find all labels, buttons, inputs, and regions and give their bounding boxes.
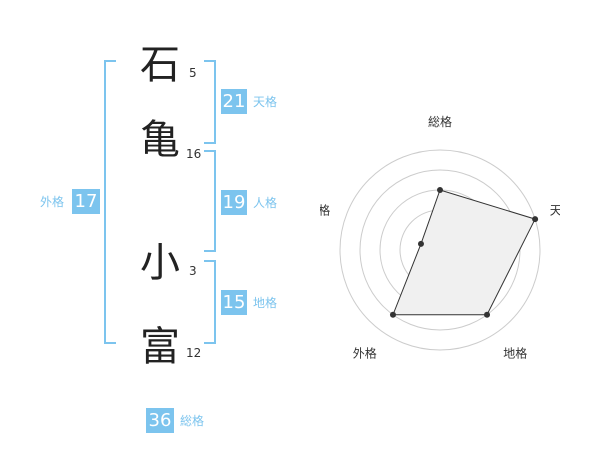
- jinkaku-label: 人格: [253, 196, 278, 210]
- soukaku-value: 36: [146, 408, 174, 433]
- radar-point-5: [417, 240, 424, 247]
- tenkaku-label: 天格: [253, 95, 278, 109]
- soukaku-label: 総格: [180, 414, 205, 428]
- name-char-2: 亀: [140, 117, 180, 163]
- radar-axis-label-2: 天格: [550, 202, 560, 217]
- chikaku-value: 15: [221, 290, 247, 315]
- radar-point-4: [389, 311, 396, 318]
- name-char-1: 石: [140, 42, 180, 88]
- gaikaku-label: 外格: [40, 195, 65, 209]
- stroke-count-1: 5: [189, 66, 197, 80]
- chikaku-label: 地格: [253, 296, 278, 310]
- radar-axis-label-4: 外格: [353, 346, 377, 360]
- radar-chart: 総格天格地格 外格 人格: [320, 114, 560, 360]
- gaikaku-bracket: [104, 60, 116, 344]
- jinkaku-value: 19: [221, 190, 247, 215]
- chikaku-bracket: [204, 260, 216, 344]
- name-char-3: 小: [140, 240, 180, 286]
- radar-axis-label-1: 総格: [428, 114, 452, 129]
- gaikaku-value: 17: [72, 189, 100, 214]
- jinkaku-bracket: [204, 150, 216, 252]
- radar-ring-5: [339, 149, 541, 351]
- radar-point-1: [437, 187, 443, 193]
- radar-point-3: [484, 311, 491, 318]
- stroke-count-4: 12: [186, 346, 202, 360]
- tenkaku-value: 21: [221, 89, 247, 114]
- tenkaku-bracket: [204, 60, 216, 144]
- name-char-4: 富: [140, 324, 180, 370]
- radar-area: [392, 189, 536, 316]
- radar-axis-label-3: 地格: [503, 346, 527, 360]
- radar-axis-label-5: 人格: [320, 202, 330, 217]
- stroke-count-2: 16: [186, 147, 202, 161]
- stroke-count-3: 3: [189, 264, 197, 278]
- radar-point-2: [532, 216, 539, 223]
